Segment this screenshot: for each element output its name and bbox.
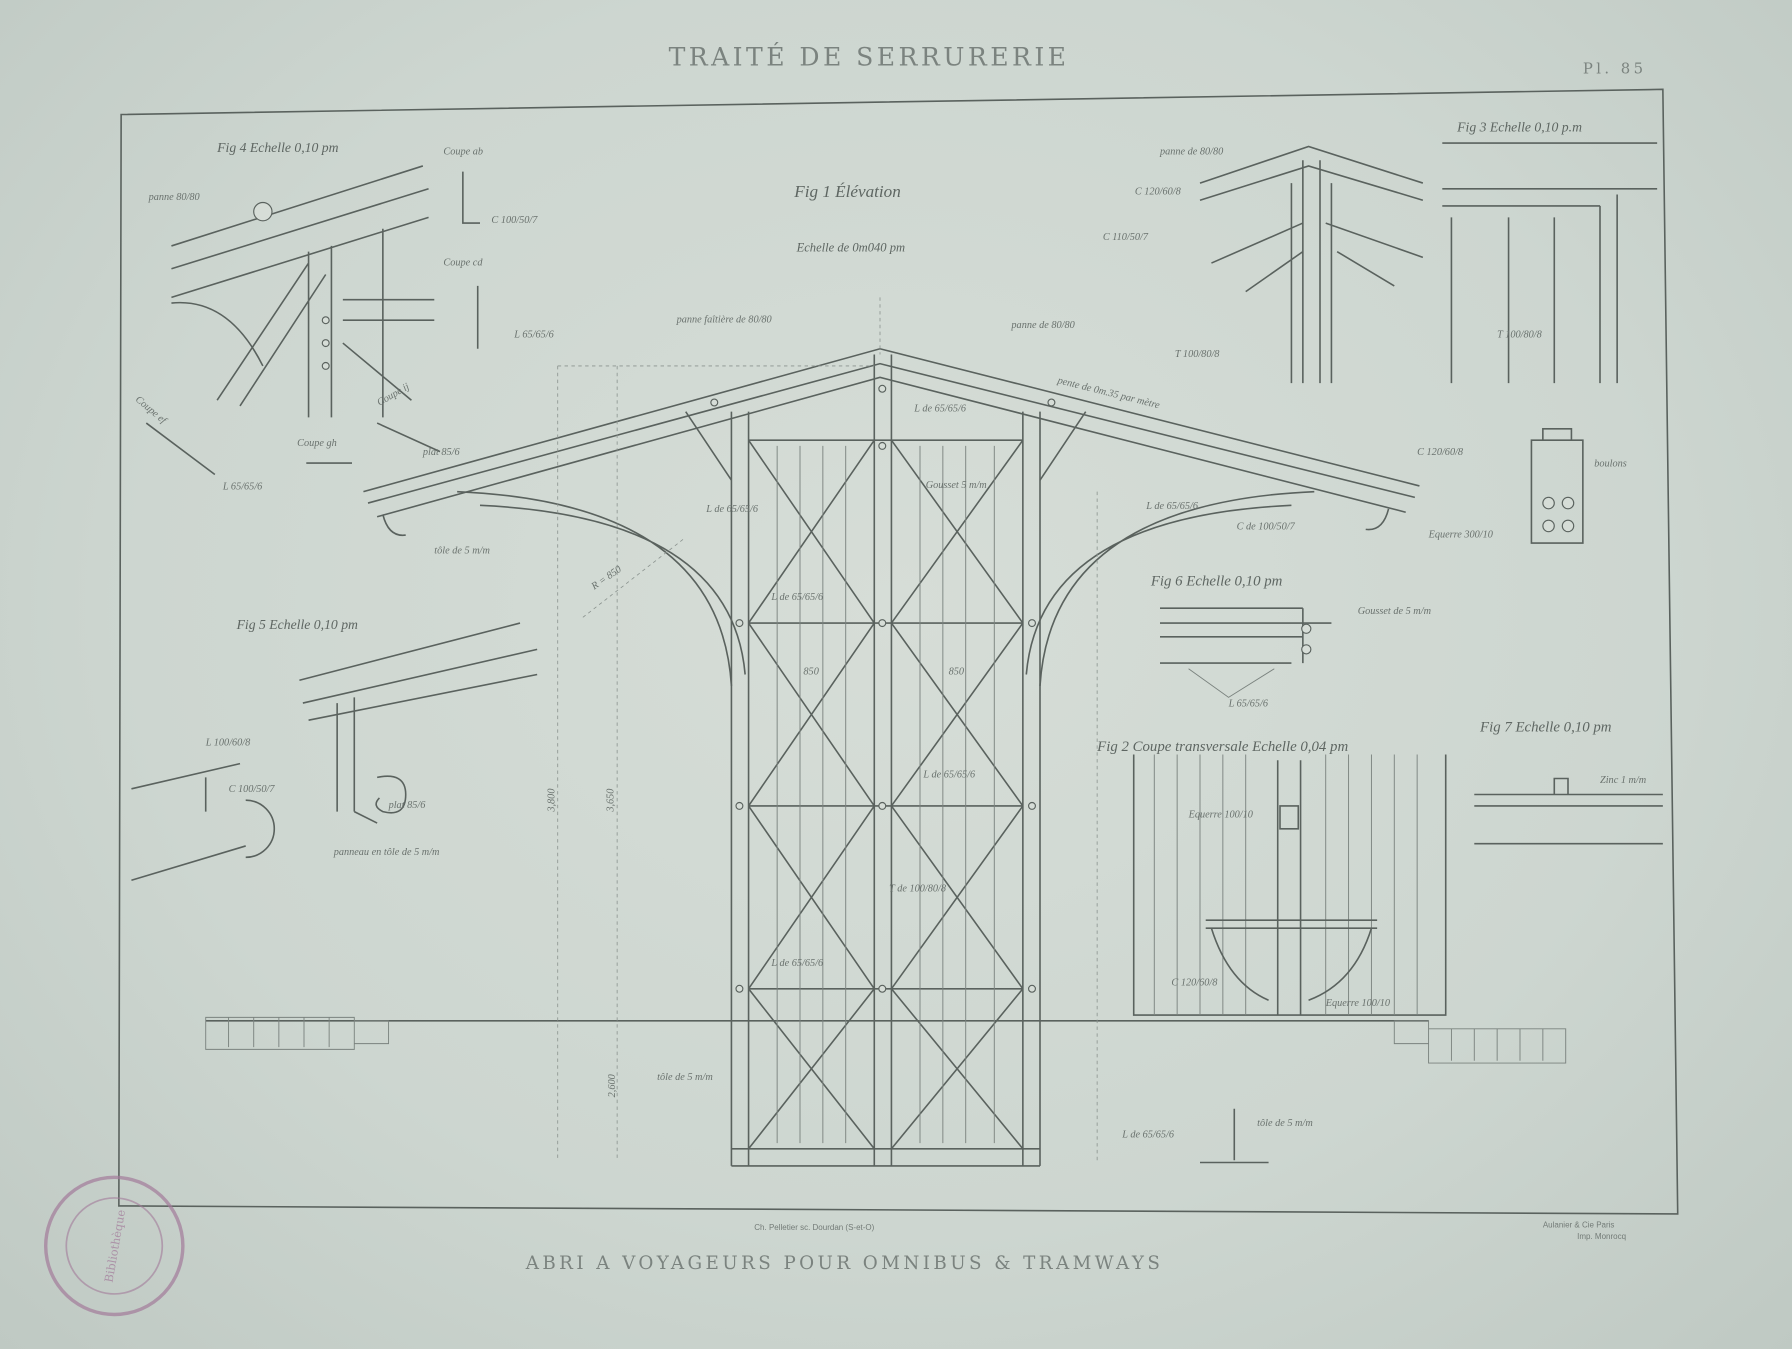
label-c100: C de 100/50/7 xyxy=(1237,521,1296,532)
label-pente: pente de 0m.35 par mètre xyxy=(1055,375,1161,411)
dim-w2: 850 xyxy=(949,667,964,678)
label-radius: R = 850 xyxy=(589,564,624,593)
plate-caption: ABRI A VOYAGEURS POUR OMNIBUS & TRAMWAYS xyxy=(525,1253,1164,1274)
fig3-label-c110: C 110/50/7 xyxy=(1103,232,1149,243)
foot-label-tole: tôle de 5 m/m xyxy=(1257,1118,1313,1129)
label-panne-faitiere: panne faîtière de 80/80 xyxy=(676,315,772,326)
fig7-label-zinc: Zinc 1 m/m xyxy=(1600,775,1646,786)
library-stamp: Bibliothèque xyxy=(43,1175,185,1317)
fig7-detail xyxy=(1474,777,1663,845)
fig2-label-c: C 120/60/8 xyxy=(1171,977,1218,988)
section-ab: Coupe ab xyxy=(443,147,483,158)
fig3-detail xyxy=(1199,142,1658,544)
fig5-title: Fig 5 Echelle 0,10 pm xyxy=(236,617,358,632)
label-tole-b: tôle de 5 m/m xyxy=(657,1072,713,1083)
fig2-label-equerre: Equerre 100/10 xyxy=(1188,809,1253,820)
dim-1: 3,800 xyxy=(546,789,557,813)
label-l65-d: L de 65/65/6 xyxy=(770,592,824,603)
section-ef: Coupe ef xyxy=(133,394,170,427)
fig2-section xyxy=(1132,754,1447,1016)
paving-stones-right xyxy=(1393,1020,1567,1064)
label-l-fig1: L de 65/65/6 xyxy=(770,958,824,969)
fig5-label-l: L 100/60/8 xyxy=(205,737,251,748)
fig1-scale: Echelle de 0m040 pm xyxy=(796,241,906,255)
section-cd: Coupe cd xyxy=(443,257,483,268)
fig5-label-plat: plat 85/6 xyxy=(388,800,427,811)
section-gh: Coupe gh xyxy=(297,438,337,449)
label-tole: tôle de 5 m/m xyxy=(434,545,490,556)
foot-detail xyxy=(1200,1108,1269,1164)
label-l65-a: L de 65/65/6 xyxy=(913,404,967,415)
fig3-title: Fig 3 Echelle 0,10 p.m xyxy=(1456,120,1582,135)
fig3-label-c120: C 120/60/8 xyxy=(1135,187,1182,198)
dim-2: 3,650 xyxy=(606,789,617,813)
dim-3: 2,600 xyxy=(607,1074,618,1097)
fig7-title: Fig 7 Echelle 0,10 pm xyxy=(1479,720,1612,736)
fig6-detail xyxy=(1160,607,1332,698)
label-t-100: T 100/80/8 xyxy=(1175,349,1220,360)
label-c120: C 120/60/8 xyxy=(1417,447,1464,458)
dim-w1: 850 xyxy=(803,667,818,678)
fig3-label-panne: panne de 80/80 xyxy=(1159,147,1223,158)
fig4-detail xyxy=(145,165,480,476)
engraver-credit: Ch. Pelletier sc. Dourdan (S-et-O) xyxy=(754,1223,874,1232)
publisher-credit: Aulanier & Cie Paris xyxy=(1543,1221,1615,1230)
fig4-label-plat: plat 85/6 xyxy=(422,447,461,458)
label-equerre: Equerre 300/10 xyxy=(1428,529,1493,540)
fig2-title: Fig 2 Coupe transversale Echelle 0,04 pm xyxy=(1096,739,1348,755)
plate-number: Pl. 85 xyxy=(1583,59,1647,77)
stamp-text: Bibliothèque xyxy=(102,1208,129,1283)
fig4-label-l2: L 65/65/6 xyxy=(222,481,263,492)
fig6-title: Fig 6 Echelle 0,10 pm xyxy=(1150,573,1283,589)
sheet-frame xyxy=(118,88,1679,1215)
fig5-label-c: C 100/50/7 xyxy=(229,784,276,795)
paving-stones-left xyxy=(205,1016,390,1050)
foot-label-l: L de 65/65/6 xyxy=(1121,1129,1175,1140)
fig6-label-gousset: Gousset de 5 m/m xyxy=(1358,606,1431,617)
fig6-label-l: L 65/65/6 xyxy=(1228,699,1269,710)
label-boulons: boulons xyxy=(1594,459,1627,470)
fig3-label-t: T 100/80/8 xyxy=(1497,329,1542,340)
fig5-label-panneau: panneau en tôle de 5 m/m xyxy=(333,847,440,858)
label-panne: panne de 80/80 xyxy=(1010,320,1074,331)
fig5-detail xyxy=(131,622,538,881)
label-l65-c: L de 65/65/6 xyxy=(1145,501,1199,512)
fig4-label-c: C 100/50/7 xyxy=(491,215,538,226)
sheet-title: TRAITÉ DE SERRURERIE xyxy=(669,40,1070,71)
fig4-label-l: L 65/65/6 xyxy=(513,329,554,340)
fig2-label-equerre2: Equerre 100/10 xyxy=(1325,998,1390,1009)
label-gousset: Gousset 5 m/m xyxy=(926,480,987,491)
printer-credit: Imp. Monrocq xyxy=(1577,1232,1626,1241)
fig1-elevation xyxy=(363,297,1420,1167)
fig4-label-panne: panne 80/80 xyxy=(148,192,200,203)
fig4-title: Fig 4 Echelle 0,10 pm xyxy=(216,140,338,155)
label-t-fig1: T de 100/80/8 xyxy=(889,884,947,895)
fig1-title: Fig 1 Élévation xyxy=(793,182,901,201)
label-l65-b: L de 65/65/6 xyxy=(705,504,759,515)
label-l65-e: L de 65/65/6 xyxy=(922,769,976,780)
